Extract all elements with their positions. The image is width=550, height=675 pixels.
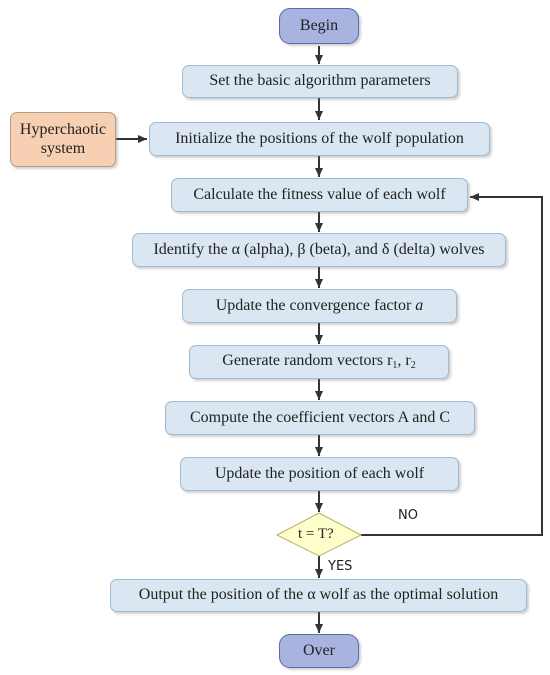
hyperchaotic-label-line1: Hyperchaotic	[19, 121, 107, 139]
update-convergence-text: Update the convergence factor	[215, 296, 412, 314]
set-params-node: Set the basic algorithm parameters	[182, 65, 458, 98]
hyperchaotic-label-line2: system	[40, 139, 86, 157]
identify-wolves-label: Identify the α (alpha), β (beta), and δ …	[153, 240, 485, 258]
begin-node: Begin	[279, 8, 359, 44]
generate-vectors-sub1: 1	[392, 360, 398, 372]
edge-decision-no-loop	[361, 193, 543, 536]
generate-vectors-node: Generate random vectors r1, r2	[189, 345, 449, 379]
identify-wolves-node: Identify the α (alpha), β (beta), and δ …	[132, 233, 506, 267]
generate-vectors-mid: , r	[397, 352, 411, 370]
compute-coefficients-label: Compute the coefficient vectors A and C	[189, 408, 451, 426]
generate-vectors-label: Generate random vectors r1, r2	[222, 352, 415, 372]
calc-fitness-label: Calculate the fitness value of each wolf	[193, 185, 446, 203]
output-label: Output the position of the α wolf as the…	[138, 586, 499, 604]
begin-label: Begin	[299, 16, 339, 34]
over-node: Over	[279, 634, 359, 668]
decision-diamond	[275, 512, 363, 557]
set-params-label: Set the basic algorithm parameters	[209, 72, 431, 90]
generate-vectors-sub2: 2	[410, 360, 416, 372]
output-node: Output the position of the α wolf as the…	[110, 579, 527, 612]
init-positions-node: Initialize the positions of the wolf pop…	[149, 122, 490, 156]
over-label: Over	[303, 641, 335, 659]
init-positions-label: Initialize the positions of the wolf pop…	[175, 129, 464, 147]
no-label: NO	[398, 508, 418, 523]
update-convergence-node: Update the convergence factor a	[182, 289, 457, 323]
calc-fitness-node: Calculate the fitness value of each wolf	[171, 178, 468, 212]
hyperchaotic-system-node: Hyperchaotic system	[10, 112, 116, 167]
update-convergence-label: Update the convergence factor a	[216, 297, 424, 315]
decision-label: t = T?	[298, 526, 334, 542]
generate-vectors-text: Generate random vectors r	[222, 352, 393, 370]
convergence-factor-symbol: a	[415, 296, 424, 314]
yes-label: YES	[328, 559, 353, 574]
compute-coefficients-node: Compute the coefficient vectors A and C	[165, 401, 475, 435]
update-position-label: Update the position of each wolf	[214, 464, 425, 482]
update-position-node: Update the position of each wolf	[180, 457, 459, 491]
